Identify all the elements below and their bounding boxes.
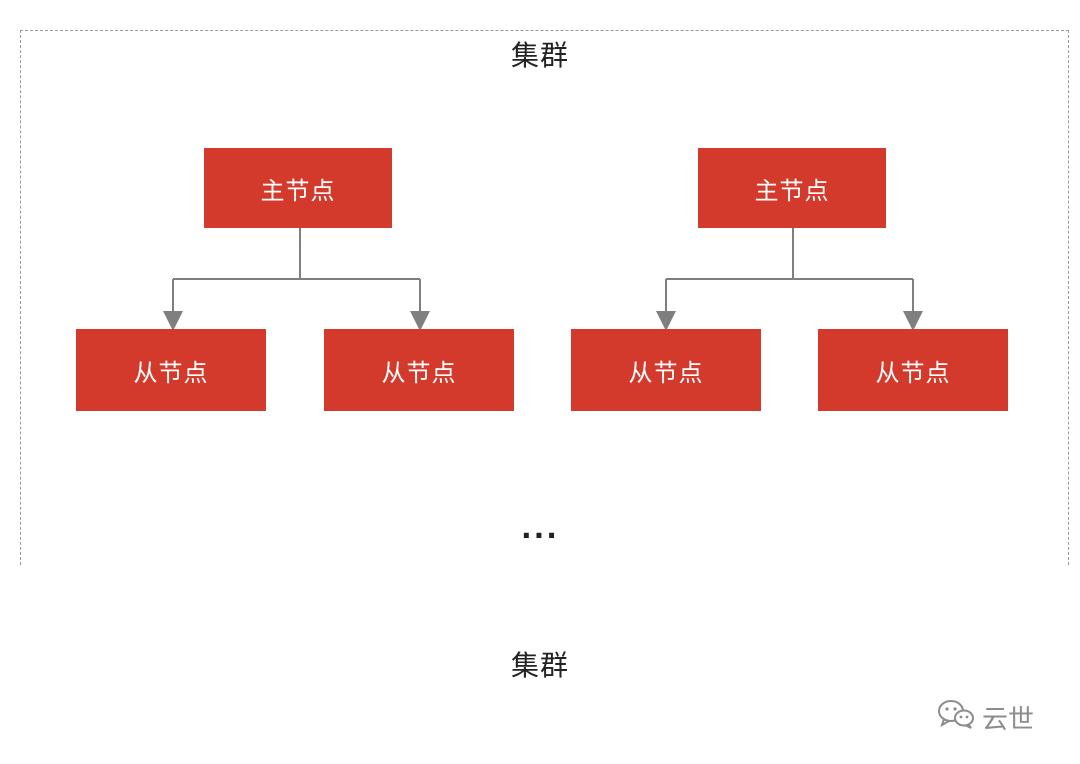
slave-node-1: 从节点 (76, 329, 266, 411)
slave-node-3: 从节点 (571, 329, 761, 411)
slave-node-2: 从节点 (324, 329, 514, 411)
cluster-boundary (20, 30, 1069, 565)
cluster-title: 集群 (510, 39, 569, 72)
slave-node-4: 从节点 (818, 329, 1008, 411)
watermark-text: 云世 (982, 704, 1035, 735)
wechat-icon (936, 698, 976, 737)
figure-caption: 集群 (510, 649, 569, 682)
master-node-1: 主节点 (204, 148, 392, 228)
watermark: 云世 (936, 699, 1034, 735)
more-ellipsis: ... (521, 512, 559, 545)
master-node-2: 主节点 (698, 148, 886, 228)
